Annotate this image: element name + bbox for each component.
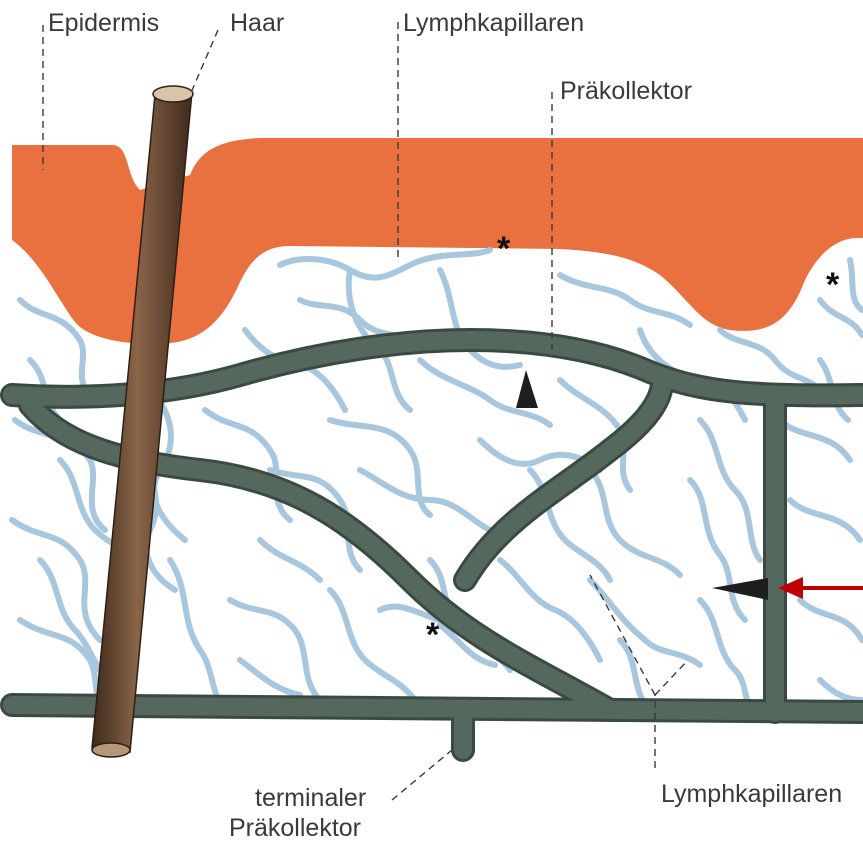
asterisk-marker-1: * bbox=[497, 232, 510, 266]
triangle-marker-left-icon bbox=[712, 578, 768, 600]
label-praekollektor: Präkollektor bbox=[560, 79, 692, 104]
label-lymphkapillaren-bottom: Lymphkapillaren bbox=[661, 782, 842, 807]
hair-tip-icon bbox=[153, 86, 193, 102]
triangle-marker-up-icon bbox=[516, 370, 538, 408]
asterisk-marker-3: * bbox=[426, 618, 439, 652]
asterisk-marker-2: * bbox=[826, 268, 839, 302]
label-lymphkapillaren-top: Lymphkapillaren bbox=[403, 11, 584, 36]
label-epidermis: Epidermis bbox=[48, 11, 159, 36]
red-arrow-icon bbox=[778, 577, 863, 599]
label-terminaler-praekollektor: Präkollektor bbox=[229, 816, 361, 841]
label-terminaler: terminaler bbox=[255, 786, 366, 811]
label-haar: Haar bbox=[230, 11, 284, 36]
